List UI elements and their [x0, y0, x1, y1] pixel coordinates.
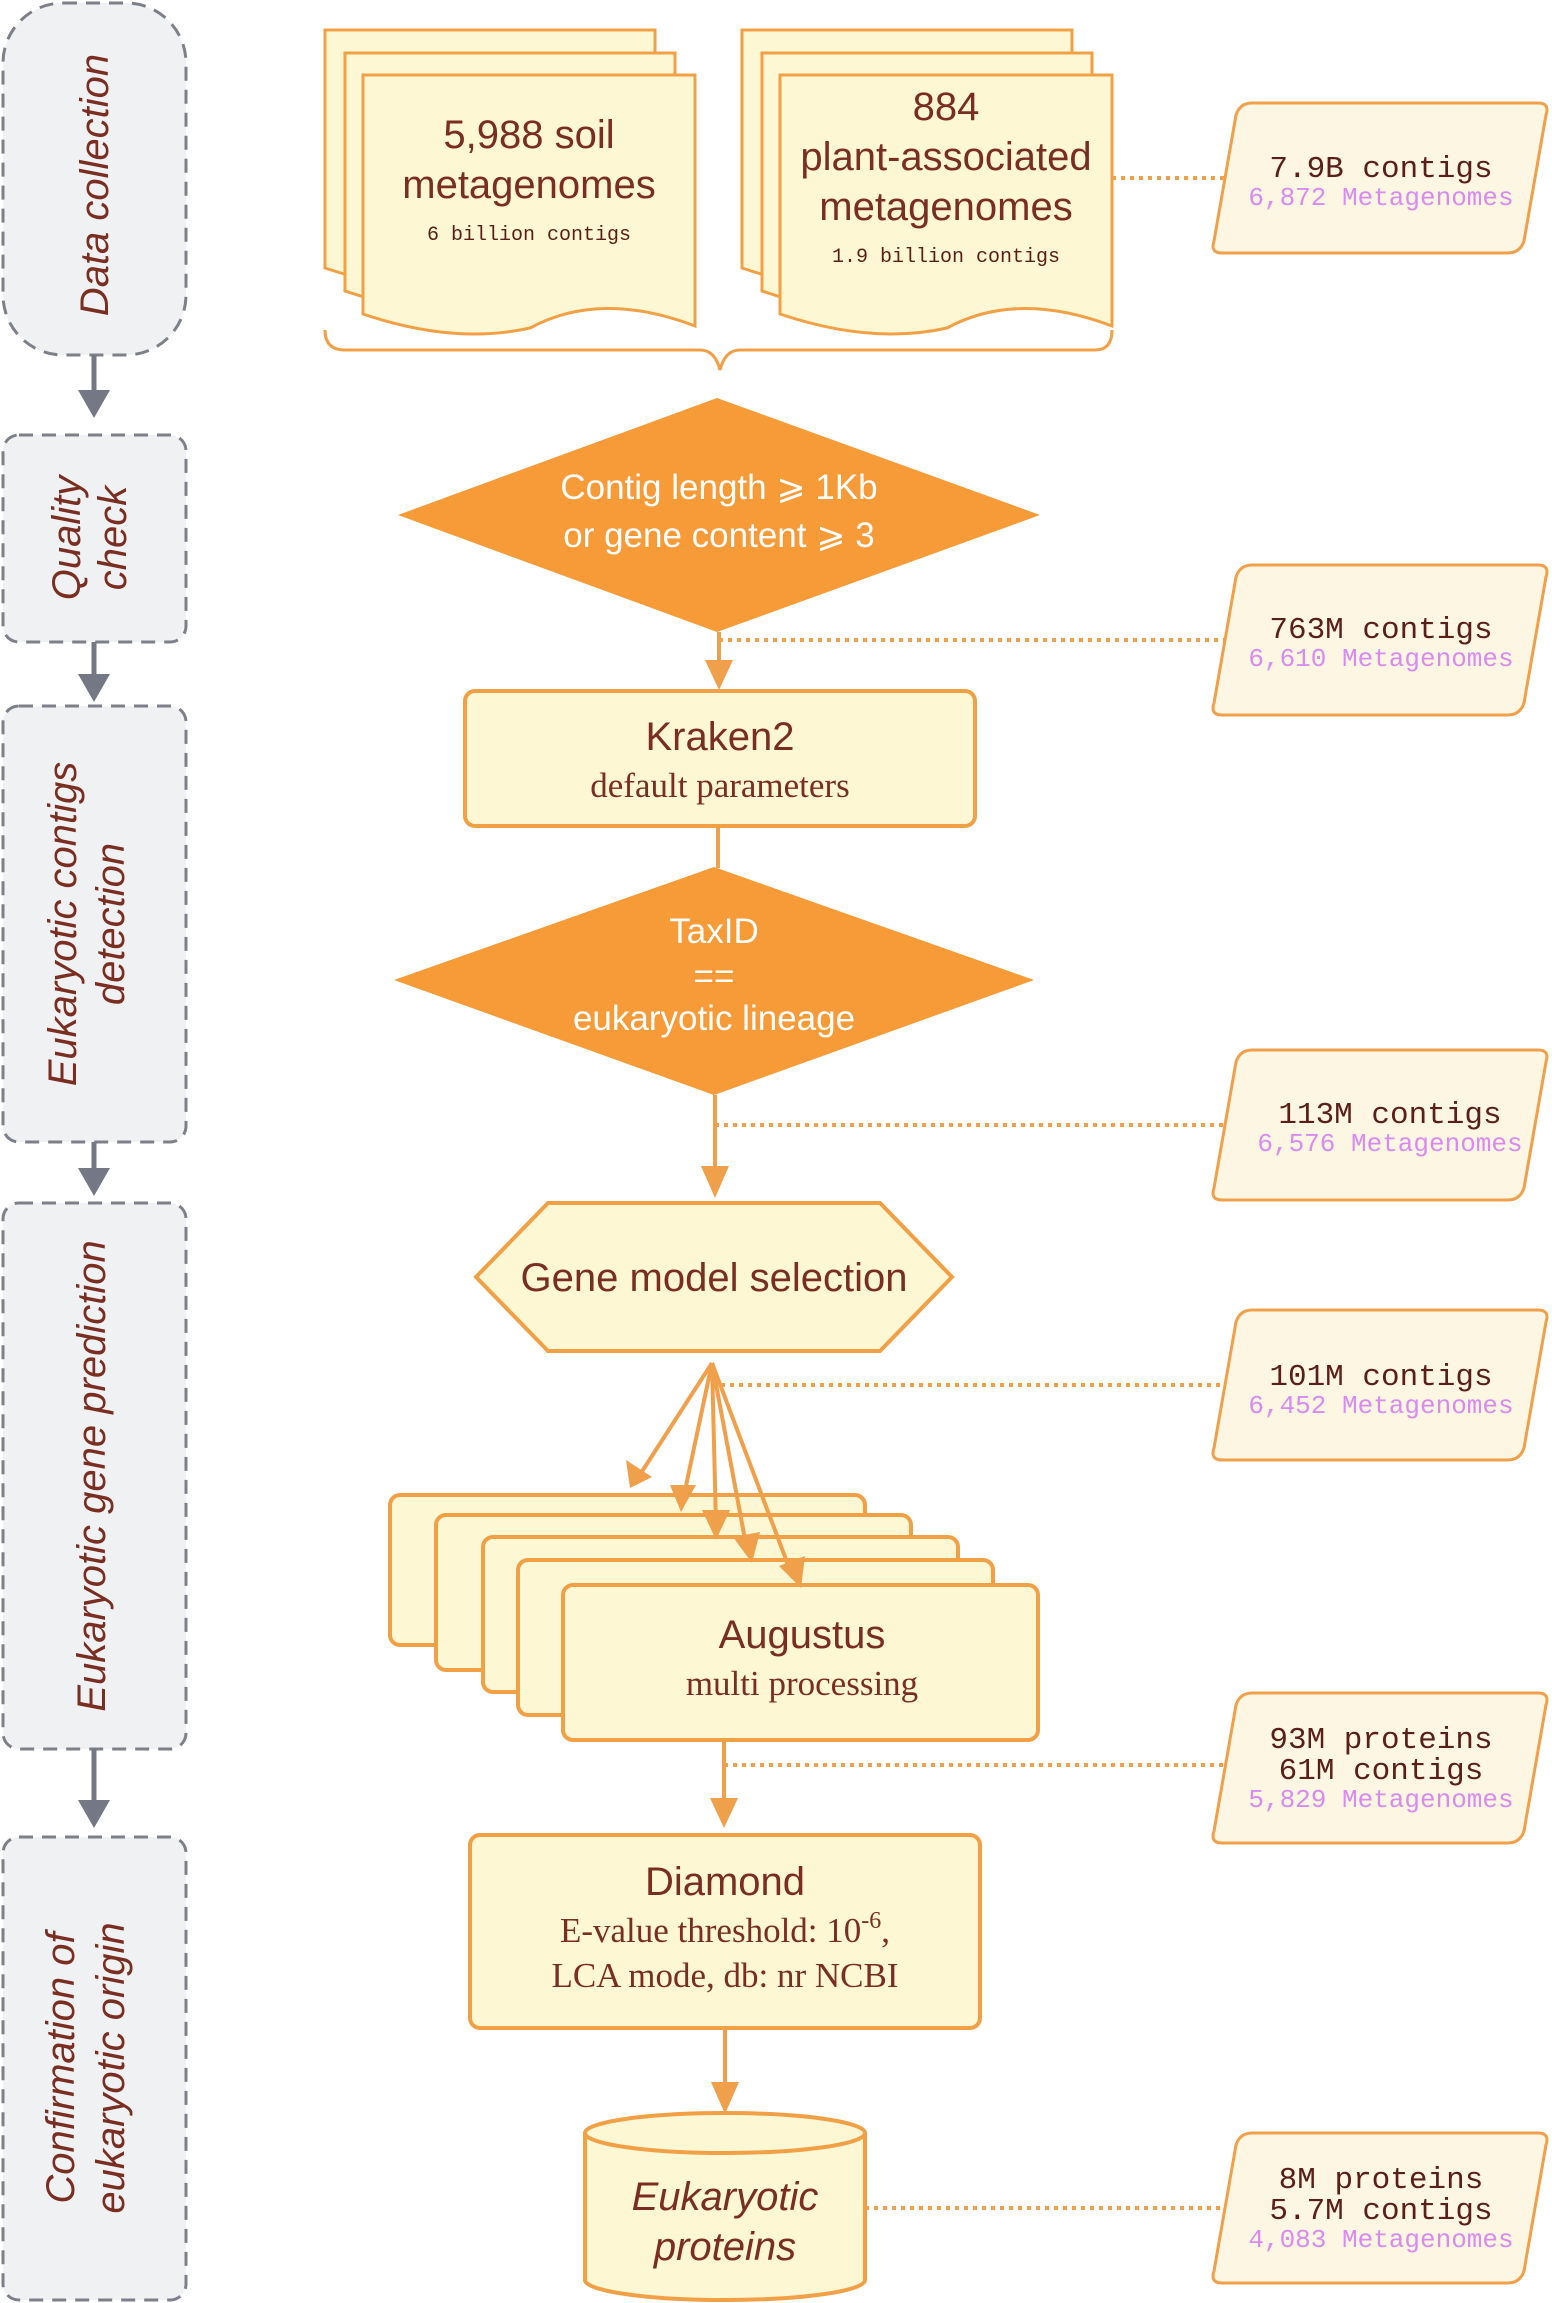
count-value: 93M proteins [1269, 1723, 1492, 1758]
filter-taxid-diamond: TaxID == eukaryotic lineage [394, 867, 1034, 1095]
filter2-line1: TaxID [669, 912, 758, 951]
stage-arrow-icon [78, 390, 110, 418]
diamond-evalue: E-value threshold: 10-6, [560, 1908, 890, 1950]
count-value: 113M contigs [1278, 1098, 1501, 1133]
count-value: 8M proteins [1279, 2163, 1484, 2198]
kraken2-params: default parameters [590, 766, 849, 805]
stage-label-data-collection: Data collection [73, 54, 117, 316]
stage-label-contigs-detection-1: Eukaryotic contigs [41, 762, 85, 1087]
filter1-line2: or gene content ⩾ 3 [563, 516, 874, 555]
flow-arrow-icon [705, 660, 733, 690]
flow-arrow-icon [670, 1485, 696, 1512]
count-parallelogram [1211, 101, 1549, 255]
input-brace [323, 329, 1114, 371]
input-soil-metagenomes: 5,988 soil metagenomes 6 billion contigs [323, 28, 697, 336]
metagenome-count: 6,610 Metagenomes [1248, 644, 1513, 674]
plant-metagenomes-line1: 884 [913, 85, 980, 129]
plant-metagenomes-line2: plant-associated [800, 135, 1091, 179]
stage-eukaryotic-contigs-detection: Eukaryotic contigs detection [1, 704, 188, 1144]
augustus-title: Augustus [719, 1613, 886, 1657]
flow-arrow-icon [779, 1556, 805, 1588]
stage-data-collection: Data collection [1, 1, 188, 357]
gene-model-fan-arrows [639, 1361, 795, 1579]
count-value: 5.7M contigs [1269, 2194, 1492, 2229]
output-line2: proteins [653, 2225, 796, 2269]
stage-confirmation-eukaryotic-origin: Confirmation of eukaryotic origin [1, 1835, 188, 2302]
count-parallelogram [1211, 1048, 1549, 1202]
output-line1: Eukaryotic [632, 2175, 819, 2219]
stage-label-contigs-detection-2: detection [89, 843, 133, 1005]
gene-model-label: Gene model selection [521, 1256, 908, 1300]
count-value: 101M contigs [1269, 1360, 1492, 1395]
diamond-title: Diamond [645, 1860, 805, 1904]
diamond-evalue-suffix: , [881, 1911, 890, 1950]
stage-label-confirmation-1: Confirmation of [39, 1929, 83, 2204]
flow-arrow-icon [626, 1460, 652, 1488]
soil-metagenomes-line2: metagenomes [402, 163, 655, 207]
stage-label-quality-check-2: check [91, 484, 135, 590]
metagenome-count: 5,829 Metagenomes [1248, 1785, 1513, 1815]
soil-contigs-count: 6 billion contigs [427, 224, 631, 247]
count-value: 61M contigs [1279, 1754, 1484, 1789]
stage-arrow-icon [78, 1800, 110, 1828]
input-plant-associated-metagenomes: 884 plant-associated metagenomes 1.9 bil… [740, 28, 1114, 336]
stage-label-gene-prediction: Eukaryotic gene prediction [70, 1240, 114, 1711]
stage-quality-check: Quality check [1, 433, 188, 644]
gene-model-selection-hexagon: Gene model selection [473, 1201, 955, 1353]
augustus-stack: Augustus multi processing [388, 1493, 1040, 1742]
kraken2-box: Kraken2 default parameters [463, 689, 977, 828]
stage-label-quality-check-1: Quality [45, 473, 89, 600]
augustus-params: multi processing [686, 1664, 918, 1703]
filter2-line2: == [694, 957, 735, 996]
count-value: 763M contigs [1269, 613, 1492, 648]
metagenome-count: 4,083 Metagenomes [1248, 2225, 1513, 2255]
diamond-box: Diamond E-value threshold: 10-6, LCA mod… [468, 1833, 982, 2030]
soil-metagenomes-line1: 5,988 soil [443, 113, 614, 157]
diamond-evalue-prefix: E-value threshold: 10 [560, 1911, 861, 1950]
flow-arrow-icon [711, 2082, 739, 2114]
flow-arrow-icon [710, 1798, 738, 1828]
plant-contigs-count: 1.9 billion contigs [832, 246, 1060, 269]
stage-eukaryotic-gene-prediction: Eukaryotic gene prediction [1, 1201, 188, 1751]
stage-arrow-icon [78, 1168, 110, 1196]
metagenome-count: 6,872 Metagenomes [1248, 183, 1513, 213]
count-parallelogram [1211, 2131, 1549, 2285]
filter1-line1: Contig length ⩾ 1Kb [560, 468, 877, 507]
count-parallelogram [1211, 1308, 1549, 1462]
metagenome-count: 6,452 Metagenomes [1248, 1391, 1513, 1421]
filter2-line3: eukaryotic lineage [573, 999, 855, 1038]
plant-metagenomes-line3: metagenomes [819, 185, 1072, 229]
stage-arrow-icon [78, 674, 110, 702]
diamond-evalue-exponent: -6 [861, 1908, 881, 1934]
flow-arrow-icon [702, 1510, 730, 1540]
count-value: 7.9B contigs [1269, 152, 1492, 187]
kraken2-title: Kraken2 [646, 715, 795, 759]
count-parallelogram [1211, 1691, 1549, 1845]
flow-arrow-icon [733, 1532, 760, 1563]
eukaryotic-proteins-cylinder: Eukaryotic proteins [583, 2111, 867, 2302]
stage-label-confirmation-2: eukaryotic origin [89, 1922, 133, 2213]
diamond-lca-mode: LCA mode, db: nr NCBI [551, 1956, 898, 1995]
filter-contig-length-diamond: Contig length ⩾ 1Kb or gene content ⩾ 3 [398, 398, 1040, 632]
flow-arrow-icon [701, 1166, 729, 1198]
stage-column: Data collection Quality check Eukaryotic… [1, 1, 188, 2302]
count-parallelogram [1211, 563, 1549, 717]
metagenome-count: 6,576 Metagenomes [1257, 1129, 1522, 1159]
